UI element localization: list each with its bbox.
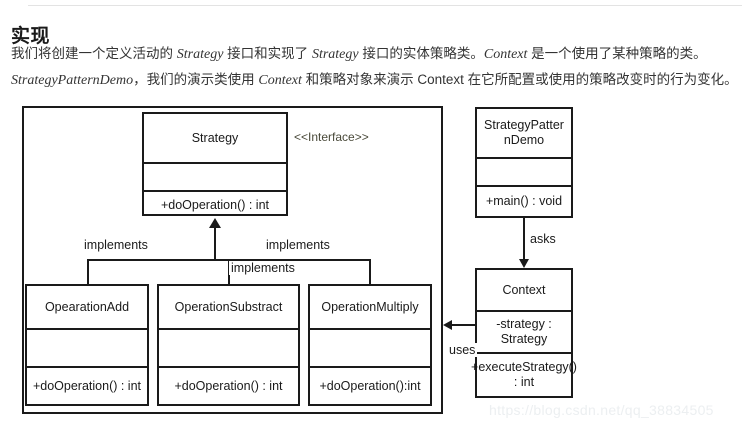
- class-attributes-strategy: [144, 162, 286, 190]
- intro-paragraph-1: 我们将创建一个定义活动的 Strategy 接口和实现了 Strategy 接口…: [11, 44, 707, 65]
- implements-drop-right: [369, 259, 371, 284]
- class-name-strategy: Strategy: [191, 130, 239, 145]
- implements-drop-left: [87, 259, 89, 284]
- class-attributes-operation-multiply: [310, 328, 430, 366]
- class-operations-opearation-add: +doOperation() : int: [27, 366, 147, 404]
- header-divider: [28, 5, 742, 6]
- relation-label-implements-right: implements: [264, 238, 332, 252]
- emphasis-term: Strategy: [176, 47, 224, 62]
- emphasis-term: StrategyPatternDemo: [11, 73, 134, 88]
- relation-label-uses: uses: [447, 343, 478, 357]
- uml-class-diagram: Strategy +doOperation() : int <<Interfac…: [0, 98, 742, 423]
- class-name-operation-multiply: OperationMultiply: [321, 299, 419, 314]
- body-text: 是一个使用了某种策略的类。: [527, 46, 707, 61]
- class-box-operation-multiply[interactable]: OperationMultiply +doOperation():int: [308, 284, 432, 406]
- relation-label-implements-middle: implements: [229, 261, 297, 275]
- class-operations-strategy-pattern-demo: +main() : void: [477, 185, 571, 216]
- watermark: https://blog.csdn.net/qq_38834505: [489, 402, 714, 418]
- asks-arrowhead-icon: [519, 259, 529, 268]
- uses-stem: [452, 324, 476, 326]
- class-operations-operation-substract: +doOperation() : int: [159, 366, 298, 404]
- uses-arrowhead-icon: [443, 320, 452, 330]
- class-operations-context: +executeStrategy() : int: [471, 352, 577, 396]
- class-attributes-operation-substract: [159, 328, 298, 366]
- class-box-context[interactable]: Context -strategy : Strategy +executeStr…: [471, 268, 577, 398]
- relation-label-asks: asks: [528, 232, 558, 246]
- class-operations-operation-multiply: +doOperation():int: [310, 366, 430, 404]
- class-name-context: Context: [502, 282, 546, 297]
- class-attributes-opearation-add: [27, 328, 147, 366]
- class-attributes-strategy-pattern-demo: [477, 157, 571, 185]
- body-text: 和策略对象来演示 Context 在它所配置或使用的策略改变时的行为变化。: [301, 72, 738, 87]
- class-attributes-context: -strategy : Strategy: [477, 310, 571, 352]
- stereotype-interface-label: <<Interface>>: [294, 130, 369, 144]
- emphasis-term: Context: [483, 47, 528, 62]
- body-text: 我们将创建一个定义活动的: [11, 46, 177, 61]
- class-box-strategy[interactable]: Strategy +doOperation() : int: [142, 112, 288, 216]
- emphasis-term: Strategy: [311, 47, 359, 62]
- class-box-operation-substract[interactable]: OperationSubstract +doOperation() : int: [157, 284, 300, 406]
- class-name-opearation-add: OpearationAdd: [44, 299, 130, 314]
- body-text: 接口的实体策略类。: [358, 46, 484, 61]
- intro-paragraph-2: StrategyPatternDemo，我们的演示类使用 Context 和策略…: [11, 70, 738, 91]
- emphasis-term: Context: [258, 73, 302, 88]
- class-operations-strategy: +doOperation() : int: [144, 190, 286, 218]
- class-name-strategy-pattern-demo: StrategyPatter nDemo: [484, 118, 564, 147]
- class-box-strategy-pattern-demo[interactable]: StrategyPatter nDemo +main() : void: [475, 107, 573, 218]
- generalization-arrowhead-icon: [209, 218, 221, 228]
- body-text: 接口和实现了: [223, 46, 312, 61]
- class-name-operation-substract: OperationSubstract: [174, 299, 283, 314]
- page-title: 实现: [11, 25, 51, 47]
- relation-label-implements-left: implements: [82, 238, 150, 252]
- generalization-stem: [214, 228, 216, 259]
- body-text: ，我们的演示类使用: [133, 72, 259, 87]
- class-box-opearation-add[interactable]: OpearationAdd +doOperation() : int: [25, 284, 149, 406]
- asks-stem: [523, 218, 525, 259]
